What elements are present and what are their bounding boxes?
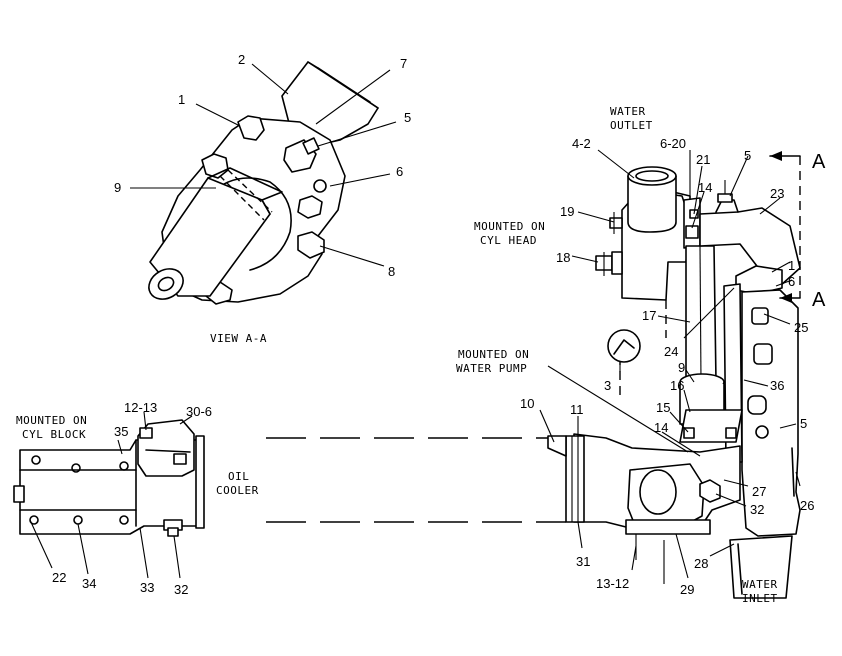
svg-text:A: A — [812, 289, 826, 311]
svg-text:INLET: INLET — [742, 592, 778, 605]
svg-text:5: 5 — [404, 110, 411, 125]
svg-text:OUTLET: OUTLET — [610, 119, 653, 132]
svg-text:VIEW A-A: VIEW A-A — [210, 332, 267, 345]
svg-text:11: 11 — [570, 402, 584, 417]
svg-text:8: 8 — [388, 264, 395, 279]
svg-text:29: 29 — [680, 582, 694, 597]
svg-text:23: 23 — [770, 186, 784, 201]
svg-text:OIL: OIL — [228, 470, 249, 483]
svg-text:1: 1 — [788, 258, 795, 273]
svg-text:14: 14 — [698, 180, 712, 195]
svg-text:WATER: WATER — [610, 105, 646, 118]
svg-text:19: 19 — [560, 204, 574, 219]
svg-text:32: 32 — [174, 582, 188, 597]
svg-text:5: 5 — [744, 148, 751, 163]
svg-text:7: 7 — [400, 56, 407, 71]
svg-text:26: 26 — [800, 498, 814, 513]
svg-text:WATER: WATER — [742, 578, 778, 591]
svg-text:6-20: 6-20 — [660, 136, 686, 151]
svg-text:13-12: 13-12 — [596, 576, 629, 591]
svg-text:9: 9 — [114, 180, 121, 195]
svg-text:WATER PUMP: WATER PUMP — [456, 362, 527, 375]
left-assembly-drawing — [13, 411, 205, 579]
svg-text:CYL HEAD: CYL HEAD — [480, 234, 537, 247]
svg-text:32: 32 — [750, 502, 764, 517]
svg-text:10: 10 — [520, 396, 534, 411]
svg-text:9: 9 — [678, 360, 685, 375]
view-aa-drawing — [130, 61, 397, 305]
svg-text:17: 17 — [642, 308, 656, 323]
captions: WATER OUTLET MOUNTED ON CYL HEAD MOUNTED… — [16, 105, 826, 605]
svg-text:MOUNTED ON: MOUNTED ON — [474, 220, 545, 233]
svg-text:21: 21 — [696, 152, 710, 167]
svg-text:22: 22 — [52, 570, 66, 585]
svg-text:33: 33 — [140, 580, 154, 595]
svg-text:2: 2 — [238, 52, 245, 67]
right-assembly-drawing — [539, 149, 801, 599]
svg-text:A: A — [812, 151, 826, 173]
svg-text:24: 24 — [664, 344, 678, 359]
svg-text:28: 28 — [694, 556, 708, 571]
svg-text:30-6: 30-6 — [186, 404, 212, 419]
svg-text:35: 35 — [114, 424, 128, 439]
svg-text:MOUNTED ON: MOUNTED ON — [16, 414, 87, 427]
svg-text:MOUNTED ON: MOUNTED ON — [458, 348, 529, 361]
svg-text:16: 16 — [670, 378, 684, 393]
left-part-numbers: 12-13 30-6 35 22 34 33 32 — [52, 400, 212, 597]
svg-text:31: 31 — [576, 554, 590, 569]
svg-text:1: 1 — [178, 92, 185, 107]
svg-text:4-2: 4-2 — [572, 136, 591, 151]
right-part-numbers: 4-2 6-20 5 21 14 23 19 18 1 6 17 25 24 9… — [520, 136, 814, 597]
svg-text:CYL BLOCK: CYL BLOCK — [22, 428, 86, 441]
svg-text:36: 36 — [770, 378, 784, 393]
svg-text:12-13: 12-13 — [124, 400, 157, 415]
svg-text:6: 6 — [396, 164, 403, 179]
svg-text:5: 5 — [800, 416, 807, 431]
svg-text:6: 6 — [788, 274, 795, 289]
svg-text:27: 27 — [752, 484, 766, 499]
view-aa-labels: 2 7 1 5 6 9 8 VIEW A-A — [114, 52, 411, 345]
svg-text:25: 25 — [794, 320, 808, 335]
connection-lines — [266, 437, 566, 523]
svg-text:18: 18 — [556, 250, 570, 265]
svg-text:15: 15 — [656, 400, 670, 415]
svg-text:14: 14 — [654, 420, 668, 435]
svg-text:34: 34 — [82, 576, 96, 591]
svg-text:COOLER: COOLER — [216, 484, 259, 497]
svg-text:3: 3 — [604, 378, 611, 393]
